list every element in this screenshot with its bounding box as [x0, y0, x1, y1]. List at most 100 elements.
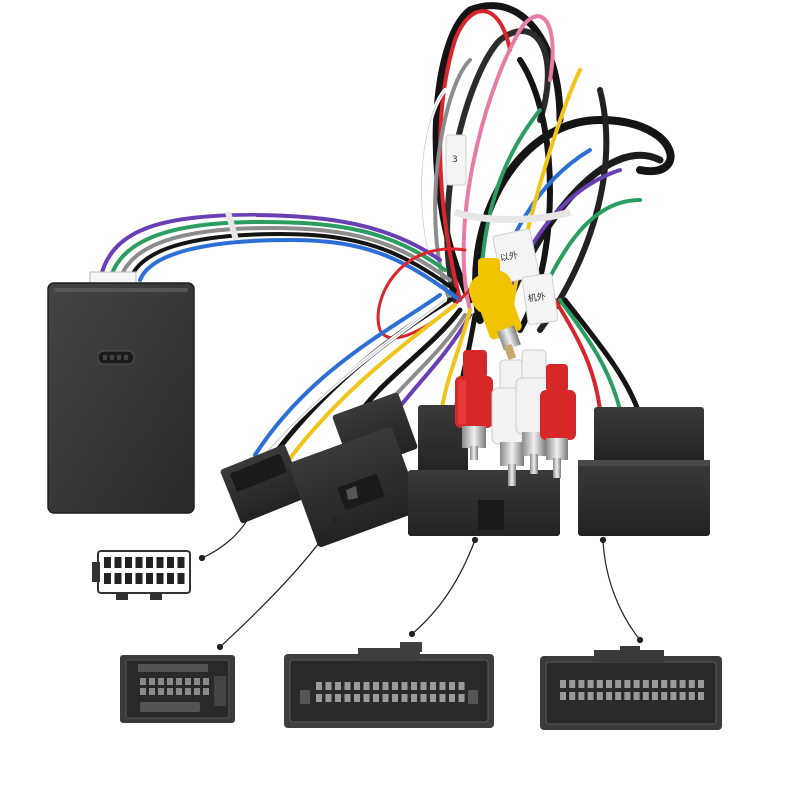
- connector-pin: [420, 694, 427, 702]
- connector-pin: [156, 557, 164, 568]
- iso-16-pin-connector: [92, 550, 191, 600]
- connector-pin: [203, 678, 209, 685]
- connector-pin: [430, 682, 436, 690]
- connector-pin: [670, 680, 677, 688]
- connector-pin: [194, 678, 200, 685]
- connector-pin: [382, 694, 389, 702]
- connector-pin: [203, 688, 209, 695]
- connector-pin: [661, 680, 668, 688]
- cable-tie: [225, 208, 572, 241]
- connector-pin: [149, 688, 155, 695]
- connector-pin: [392, 682, 398, 690]
- connector-pin: [146, 573, 153, 584]
- connector-pin: [688, 680, 695, 688]
- center-oem-connector-plug: [408, 405, 560, 536]
- connector-pin: [176, 678, 182, 685]
- connector-pin: [177, 557, 185, 568]
- connector-pin: [411, 694, 417, 702]
- connector-pin: [624, 680, 631, 688]
- wire-tag-2: 机外: [521, 273, 559, 325]
- connector-pin: [177, 573, 185, 584]
- connector-pin: [670, 692, 677, 700]
- connector-pin: [661, 692, 668, 700]
- connector-pin: [458, 694, 465, 702]
- connector-pin: [652, 680, 658, 688]
- rca-plug-yellow: [468, 258, 522, 360]
- connector-pin: [335, 694, 341, 702]
- connector-pin: [185, 688, 191, 695]
- connector-pin: [578, 692, 585, 700]
- decoder-box: [47, 271, 195, 514]
- connector-pin: [382, 682, 389, 690]
- connector-pin: [167, 678, 173, 685]
- connector-pin: [167, 573, 174, 584]
- connector-pin: [679, 692, 686, 700]
- connector-pin: [449, 694, 455, 702]
- connector-pin: [679, 680, 686, 688]
- connector-pin: [373, 682, 379, 690]
- iso-connector-plug: [220, 444, 306, 524]
- connector-pin: [578, 680, 585, 688]
- connector-pin: [146, 557, 153, 568]
- connector-pin: [569, 692, 576, 700]
- connector-pin: [615, 680, 622, 688]
- large-oem-connector-right: [540, 646, 722, 730]
- connector-pin: [363, 694, 370, 702]
- large-oem-connector-left: [284, 642, 494, 728]
- connector-pin: [185, 678, 191, 685]
- connector-pin: [335, 682, 341, 690]
- connector-pin: [325, 694, 332, 702]
- connector-pin: [688, 692, 695, 700]
- connector-pin: [373, 694, 379, 702]
- connector-pin: [401, 682, 408, 690]
- connector-pin: [411, 682, 417, 690]
- wire-tag-3-text: 3: [452, 155, 458, 165]
- connector-pin: [642, 680, 649, 688]
- connector-pin: [167, 688, 173, 695]
- connector-pin: [176, 688, 182, 695]
- connector-pin: [439, 682, 446, 690]
- connector-pin: [430, 694, 436, 702]
- connector-pin: [149, 678, 155, 685]
- connector-pin: [420, 682, 427, 690]
- connector-pin: [606, 692, 612, 700]
- connector-pin: [587, 680, 594, 688]
- connector-pin: [135, 557, 143, 568]
- connector-pin: [624, 692, 631, 700]
- connector-pin: [596, 680, 603, 688]
- wire-tag-1-text: 以外: [499, 249, 519, 264]
- connector-pin: [449, 682, 455, 690]
- connector-pin: [325, 682, 332, 690]
- connector-pin: [458, 682, 465, 690]
- connector-pin: [439, 694, 446, 702]
- connector-pin: [140, 688, 146, 695]
- connector-pin: [392, 694, 398, 702]
- wire-tag-2-text: 机外: [527, 290, 547, 304]
- led-indicator-slot: [97, 350, 135, 365]
- connector-pin: [156, 573, 164, 584]
- connector-pin: [354, 694, 360, 702]
- connector-pin: [560, 692, 566, 700]
- small-oem-connector-plug: [289, 392, 421, 547]
- connector-pin: [569, 680, 576, 688]
- connector-pin: [104, 573, 111, 584]
- right-oem-connector-plug: [578, 407, 710, 536]
- connector-pin: [140, 678, 146, 685]
- connector-pin: [401, 694, 408, 702]
- small-oem-connector: [120, 655, 235, 723]
- connector-pin: [344, 682, 351, 690]
- connector-pin: [596, 692, 603, 700]
- wire-tag-1: 以外: [492, 228, 540, 284]
- connector-pin: [698, 680, 704, 688]
- callout-lines: [198, 511, 644, 651]
- connector-pin: [633, 692, 640, 700]
- connector-pin: [606, 680, 612, 688]
- connector-pin: [167, 557, 174, 568]
- connector-pin: [125, 557, 132, 568]
- connector-pin: [560, 680, 566, 688]
- connector-pin: [363, 682, 370, 690]
- connector-pin: [642, 692, 649, 700]
- connector-pin: [344, 694, 351, 702]
- connector-pin: [194, 688, 200, 695]
